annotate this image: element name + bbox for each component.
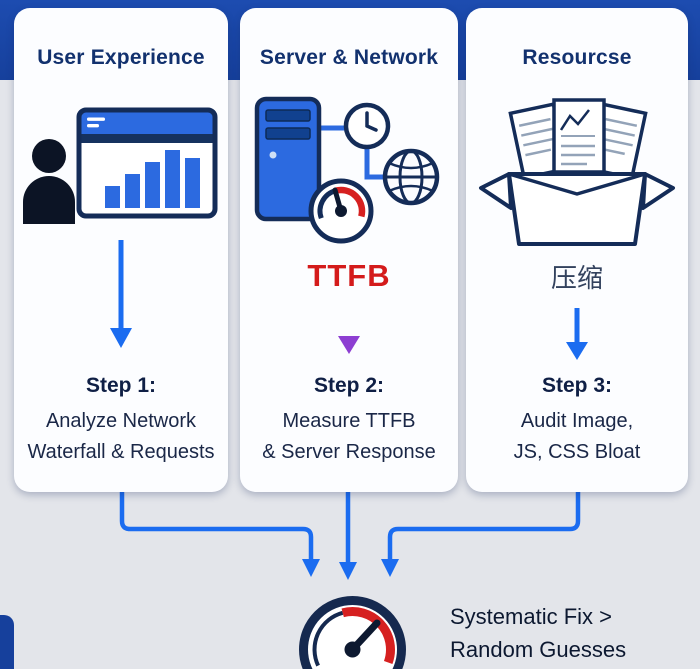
- step-line: Audit Image,: [520, 410, 634, 432]
- compression-label: 压缩: [550, 263, 603, 293]
- footer-caption: Systematic Fix > Random Guesses: [450, 600, 626, 666]
- down-arrow-icon: [110, 240, 132, 348]
- step-text-1: Step 1: Analyze Network Waterfall & Requ…: [14, 374, 228, 468]
- column-card-user-experience: User Experience: [14, 8, 228, 492]
- step-line: Analyze Network: [45, 410, 197, 432]
- corner-accent: [0, 615, 14, 669]
- step-text-3: Step 3: Audit Image, JS, CSS Bloat: [466, 374, 688, 468]
- step-text-2: Step 2: Measure TTFB & Server Response: [240, 374, 458, 468]
- step-line: Waterfall & Requests: [27, 441, 215, 463]
- server-clock-globe-gauge-icon: [240, 92, 458, 250]
- step-line: Measure TTFB: [282, 410, 416, 432]
- column-title: Resourcse: [522, 46, 632, 69]
- user-browser-illustration: [23, 107, 218, 224]
- step-label: Step 1:: [85, 374, 156, 397]
- footer-line: Random Guesses: [450, 637, 627, 662]
- step-label: Step 2:: [313, 374, 384, 397]
- step-line: JS, CSS Bloat: [513, 441, 641, 463]
- ttfb-label: TTFB: [307, 258, 391, 293]
- step-label: Step 3:: [541, 374, 612, 397]
- server-network-illustration: [254, 96, 440, 244]
- down-arrow-icon: [566, 308, 588, 360]
- footer-line: Systematic Fix >: [450, 604, 612, 629]
- column-title: User Experience: [37, 46, 205, 69]
- column-title: Server & Network: [259, 46, 439, 69]
- speedometer-icon: [299, 596, 406, 669]
- open-box-documents-icon: [466, 92, 688, 250]
- column-card-resources: Resourcse: [466, 8, 688, 492]
- step-line: & Server Response: [262, 441, 436, 463]
- down-arrow-icon: [338, 302, 360, 354]
- box-documents-illustration: [479, 97, 675, 246]
- column-card-server-network: Server & Network: [240, 8, 458, 492]
- user-with-browser-chart-icon: [14, 92, 228, 250]
